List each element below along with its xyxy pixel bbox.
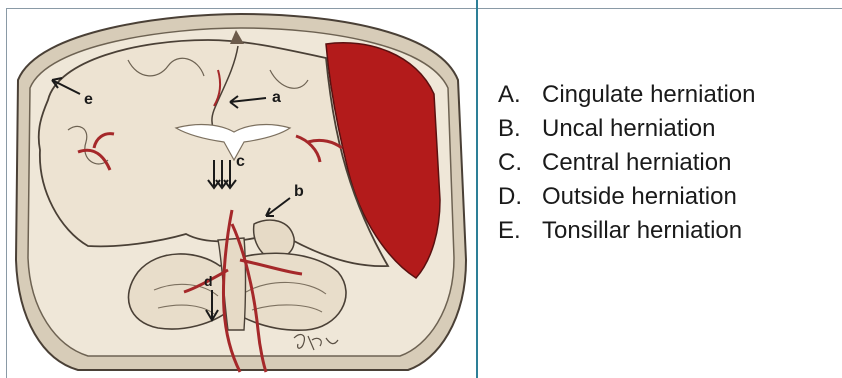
table-left-border [6, 8, 7, 378]
option-b[interactable]: B.Uncal herniation [498, 112, 755, 146]
option-e[interactable]: E.Tonsillar herniation [498, 214, 755, 248]
answer-options-list: A.Cingulate herniation B.Uncal herniatio… [498, 78, 755, 248]
label-b: b [294, 183, 304, 200]
label-a: a [272, 89, 281, 106]
brain-coronal-section-drawing: e a c b d [8, 10, 474, 378]
option-c[interactable]: C.Central herniation [498, 146, 755, 180]
option-c-key: C. [498, 146, 542, 180]
option-b-key: B. [498, 112, 542, 146]
table-top-border [6, 8, 842, 9]
label-e: d [204, 273, 213, 289]
column-divider [476, 0, 478, 378]
option-e-text: Tonsillar herniation [542, 217, 742, 244]
option-d-key: D. [498, 180, 542, 214]
option-e-key: E. [498, 214, 542, 248]
option-d-text: Outside herniation [542, 183, 737, 210]
option-d[interactable]: D.Outside herniation [498, 180, 755, 214]
option-b-text: Uncal herniation [542, 115, 715, 142]
option-a-key: A. [498, 78, 542, 112]
option-a[interactable]: A.Cingulate herniation [498, 78, 755, 112]
label-c: c [236, 153, 245, 170]
brain-herniation-illustration: e a c b d [8, 10, 474, 378]
option-a-text: Cingulate herniation [542, 81, 755, 108]
option-c-text: Central herniation [542, 149, 731, 176]
label-d: e [84, 91, 93, 108]
